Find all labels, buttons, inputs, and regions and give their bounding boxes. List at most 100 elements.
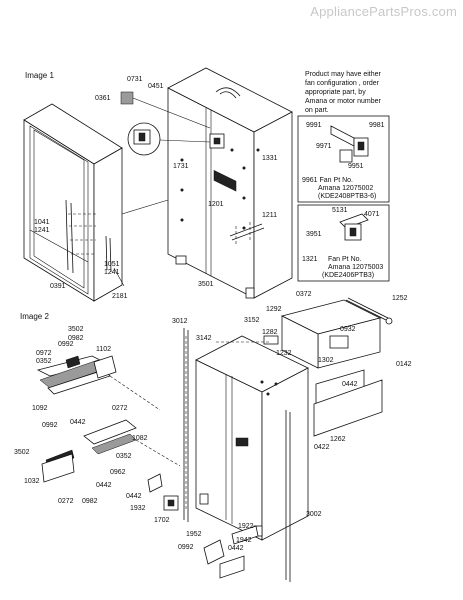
fan-box-2: Fan Pt No. Amana 12075003 (KDE2406PTB3) <box>297 204 390 282</box>
image2-title: Image 2 <box>20 312 49 321</box>
svg-text:(KDE2406PTB3): (KDE2406PTB3) <box>322 272 374 279</box>
svg-text:3502: 3502 <box>14 449 30 456</box>
svg-text:1932: 1932 <box>130 505 146 512</box>
svg-text:0442: 0442 <box>126 493 142 500</box>
svg-text:0962: 0962 <box>110 469 126 476</box>
svg-text:3502: 3502 <box>68 326 84 333</box>
svg-text:appropriate part, by: appropriate part, by <box>305 89 366 96</box>
svg-text:1032: 1032 <box>24 478 40 485</box>
fan-note: Product may have either fan configuratio… <box>305 71 382 114</box>
svg-text:9971: 9971 <box>316 143 332 150</box>
svg-text:Product may have either: Product may have either <box>305 71 382 78</box>
svg-text:0442: 0442 <box>342 381 358 388</box>
door-assembly <box>23 103 123 302</box>
svg-text:9961 Fan Pt No.: 9961 Fan Pt No. <box>302 177 353 184</box>
svg-text:0982: 0982 <box>82 498 98 505</box>
svg-text:0982: 0982 <box>68 335 84 342</box>
svg-text:Amana or motor number: Amana or motor number <box>305 98 382 105</box>
svg-text:Fan Pt No.: Fan Pt No. <box>328 256 362 263</box>
svg-text:1252: 1252 <box>392 295 408 302</box>
svg-text:fan configuration , order: fan configuration , order <box>305 80 380 87</box>
bottom-parts <box>147 473 259 579</box>
svg-text:3152: 3152 <box>244 317 260 324</box>
svg-text:1952: 1952 <box>186 531 202 538</box>
image2-part-labels: 0372 1252 3012 1292 3152 3502 0972 0352 … <box>14 291 412 552</box>
svg-text:0992: 0992 <box>58 341 74 348</box>
svg-text:1211: 1211 <box>262 212 277 219</box>
svg-text:1302: 1302 <box>318 357 334 364</box>
leader-2181 <box>113 267 125 287</box>
svg-text:1321: 1321 <box>302 256 318 263</box>
svg-text:0372: 0372 <box>296 291 312 298</box>
svg-text:0992: 0992 <box>178 544 194 551</box>
svg-text:3501: 3501 <box>198 281 214 288</box>
svg-text:1241: 1241 <box>34 227 50 234</box>
svg-text:0422: 0422 <box>314 444 330 451</box>
svg-text:0442: 0442 <box>228 545 244 552</box>
svg-text:1942: 1942 <box>236 537 252 544</box>
clip-1232 <box>263 335 279 345</box>
svg-text:3951: 3951 <box>306 231 322 238</box>
svg-text:0442: 0442 <box>96 482 112 489</box>
svg-text:0352: 0352 <box>116 453 132 460</box>
image1-part-labels: 0731 0361 0451 1731 1331 9991 9981 9971 … <box>34 76 385 300</box>
svg-text:9991: 9991 <box>306 122 322 129</box>
top-cover <box>280 299 382 369</box>
svg-text:3002: 3002 <box>306 511 322 518</box>
door-shelf-strip <box>105 235 112 273</box>
svg-text:9981: 9981 <box>369 122 385 129</box>
svg-text:0272: 0272 <box>58 498 74 505</box>
svg-text:1922: 1922 <box>238 523 254 530</box>
fan-motor-parts <box>120 91 225 156</box>
svg-text:Amana 12075003: Amana 12075003 <box>328 264 383 271</box>
svg-text:1102: 1102 <box>96 346 111 353</box>
svg-text:3012: 3012 <box>172 318 188 325</box>
shelf-bracket <box>229 222 265 246</box>
svg-text:1262: 1262 <box>330 436 346 443</box>
svg-text:0451: 0451 <box>148 83 164 90</box>
door-hinge-strip <box>65 199 96 274</box>
svg-text:5131: 5131 <box>332 207 348 214</box>
svg-text:1331: 1331 <box>262 155 278 162</box>
svg-text:0932: 0932 <box>340 326 356 333</box>
hinge-group-upper <box>36 355 161 411</box>
image1-title: Image 1 <box>25 71 54 80</box>
svg-text:1731: 1731 <box>173 163 189 170</box>
svg-text:0731: 0731 <box>127 76 143 83</box>
svg-text:(KDE2408PTB3-6): (KDE2408PTB3-6) <box>318 193 376 200</box>
svg-text:0361: 0361 <box>95 95 111 102</box>
svg-text:1201: 1201 <box>208 201 224 208</box>
svg-text:0391: 0391 <box>50 283 66 290</box>
right-trim-strip <box>285 410 291 582</box>
svg-text:1702: 1702 <box>154 517 170 524</box>
svg-text:Amana 12075002: Amana 12075002 <box>318 185 373 192</box>
svg-text:1082: 1082 <box>132 435 148 442</box>
svg-text:1292: 1292 <box>266 306 282 313</box>
fan-box-1: 9961 Fan Pt No. Amana 12075002 (KDE2408P… <box>297 115 390 203</box>
svg-text:9951: 9951 <box>348 163 364 170</box>
svg-text:0272: 0272 <box>112 405 128 412</box>
cabinet-body-1 <box>167 67 293 299</box>
rod <box>345 297 393 325</box>
svg-text:1232: 1232 <box>276 350 292 357</box>
left-trim-strip <box>183 328 189 522</box>
hinge-group-lower <box>41 419 181 483</box>
svg-text:0352: 0352 <box>36 358 52 365</box>
svg-text:on part.: on part. <box>305 107 329 114</box>
watermark: AppliancePartsPros.com <box>310 4 457 19</box>
svg-text:0972: 0972 <box>36 350 52 357</box>
svg-text:1282: 1282 <box>262 329 278 336</box>
svg-text:0442: 0442 <box>70 419 86 426</box>
cabinet-body-2 <box>195 335 309 541</box>
svg-text:1041: 1041 <box>34 219 50 226</box>
side-panel <box>313 369 383 437</box>
leader-door-cabinet <box>121 199 169 215</box>
svg-text:1092: 1092 <box>32 405 48 412</box>
svg-text:4071: 4071 <box>364 211 380 218</box>
svg-text:0992: 0992 <box>42 422 58 429</box>
svg-text:1241: 1241 <box>104 269 120 276</box>
svg-text:3142: 3142 <box>196 335 212 342</box>
svg-text:2181: 2181 <box>112 293 128 300</box>
svg-text:0142: 0142 <box>396 361 412 368</box>
